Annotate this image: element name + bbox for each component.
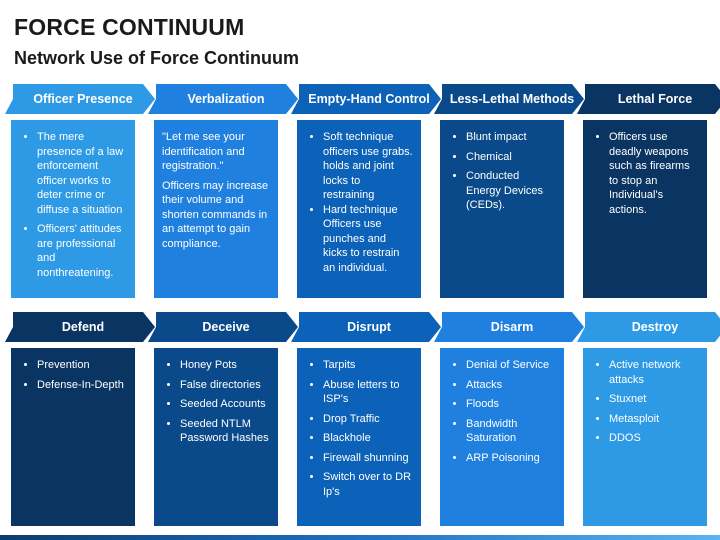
- body-text: Officers may increase their volume and s…: [162, 179, 269, 250]
- card-header: Destroy: [577, 312, 720, 342]
- list-item: Tarpits: [323, 358, 413, 373]
- list-item: False directories: [180, 378, 270, 393]
- footer-accent-bar: [0, 535, 720, 540]
- quote-text: "Let me see your identification and regi…: [162, 131, 245, 172]
- list-item: Hard technique Officers use punches and …: [323, 203, 413, 276]
- card-header: Disrupt: [291, 312, 441, 342]
- list-item: Officers' attitudes are professional and…: [37, 222, 127, 280]
- list-item: Firewall shunning: [323, 451, 413, 466]
- list-item: Prevention: [37, 358, 127, 373]
- list-item: Bandwidth Saturation: [466, 417, 556, 446]
- card-header: Less-Lethal Methods: [434, 84, 584, 114]
- list-item: Officers use deadly weapons such as fire…: [609, 130, 699, 217]
- list-item: DDOS: [609, 431, 699, 446]
- card-body: Tarpits Abuse letters to ISP's Drop Traf…: [297, 348, 421, 526]
- card-body: Blunt impact Chemical Conducted Energy D…: [440, 120, 564, 298]
- card-header: Verbalization: [148, 84, 298, 114]
- list-item: Blackhole: [323, 431, 413, 446]
- card-body: Soft technique officers use grabs. holds…: [297, 120, 421, 298]
- list-item: Honey Pots: [180, 358, 270, 373]
- list-item: Switch over to DR Ip's: [323, 470, 413, 499]
- list-item: Floods: [466, 397, 556, 412]
- list-item: Seeded NTLM Password Hashes: [180, 417, 270, 446]
- card-header: Empty-Hand Control: [291, 84, 441, 114]
- list-item: Blunt impact: [466, 130, 556, 145]
- card-body: Officers use deadly weapons such as fire…: [583, 120, 707, 298]
- card-body: Honey Pots False directories Seeded Acco…: [154, 348, 278, 526]
- list-item: Abuse letters to ISP's: [323, 378, 413, 407]
- list-item: Defense-In-Depth: [37, 378, 127, 393]
- list-item: Chemical: [466, 150, 556, 165]
- card-body: The mere presence of a law enforcement o…: [11, 120, 135, 298]
- list-item: The mere presence of a law enforcement o…: [37, 130, 127, 217]
- list-item: Metasploit: [609, 412, 699, 427]
- list-item: Soft technique officers use grabs. holds…: [323, 130, 413, 203]
- list-item: Denial of Service: [466, 358, 556, 373]
- list-item: ARP Poisoning: [466, 451, 556, 466]
- list-item: Active network attacks: [609, 358, 699, 387]
- page-subtitle: Network Use of Force Continuum: [14, 48, 300, 68]
- list-item: Attacks: [466, 378, 556, 393]
- card-body: Active network attacks Stuxnet Metasploi…: [583, 348, 707, 526]
- list-item: Conducted Energy Devices (CEDs).: [466, 169, 556, 213]
- card-body: "Let me see your identification and regi…: [154, 120, 278, 298]
- card-header: Defend: [5, 312, 155, 342]
- card-header: Deceive: [148, 312, 298, 342]
- page-title: FORCE CONTINUUM: [14, 14, 245, 40]
- card-header: Lethal Force: [577, 84, 720, 114]
- card-header: Officer Presence: [5, 84, 155, 114]
- card-body: Denial of Service Attacks Floods Bandwid…: [440, 348, 564, 526]
- list-item: Seeded Accounts: [180, 397, 270, 412]
- card-body: Prevention Defense-In-Depth: [11, 348, 135, 526]
- list-item: Stuxnet: [609, 392, 699, 407]
- card-header: Disarm: [434, 312, 584, 342]
- list-item: Drop Traffic: [323, 412, 413, 427]
